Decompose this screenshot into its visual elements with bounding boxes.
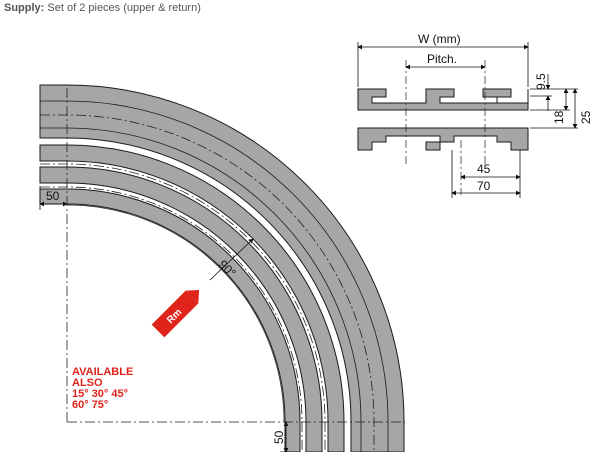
dim-18-label: 18 — [552, 110, 566, 124]
profile-upper — [357, 88, 529, 111]
width-label: W (mm) — [418, 32, 461, 46]
guide-band-1 — [39, 188, 301, 452]
offset-bottom-dim — [280, 421, 292, 452]
available-angles-note: AVAILABLE ALSO 15° 30° 45° 60° 75° — [72, 367, 133, 411]
curved-guide — [39, 84, 405, 452]
available-line-2: ALSO — [72, 377, 103, 389]
offset-left-label: 50 — [46, 189, 60, 203]
available-line-4: 60° 75° — [72, 399, 109, 411]
supply-note: Supply: Set of 2 pieces (upper & return) — [4, 2, 201, 14]
supply-text: Set of 2 pieces (upper & return) — [47, 2, 201, 14]
dim-45-label: 45 — [477, 162, 491, 176]
supply-label: Supply: — [4, 2, 45, 14]
profile-lower — [357, 127, 529, 151]
guide-band-3 — [39, 144, 345, 452]
radius-tag: Rm — [151, 289, 200, 338]
profile-section — [357, 42, 578, 198]
available-line-1: AVAILABLE — [72, 366, 134, 378]
dim-9-5-label: 9.5 — [534, 73, 548, 90]
guide-band-4 — [39, 84, 405, 452]
dim-25-label: 25 — [579, 110, 593, 124]
offset-left-dim — [39, 186, 68, 210]
pitch-label: Pitch. — [427, 52, 457, 66]
available-line-3: 15° 30° 45° — [72, 388, 129, 400]
offset-bottom-label: 50 — [272, 430, 286, 444]
angle-leader — [209, 238, 254, 281]
guide-band-2 — [39, 166, 323, 452]
dim-70-label: 70 — [477, 179, 491, 193]
